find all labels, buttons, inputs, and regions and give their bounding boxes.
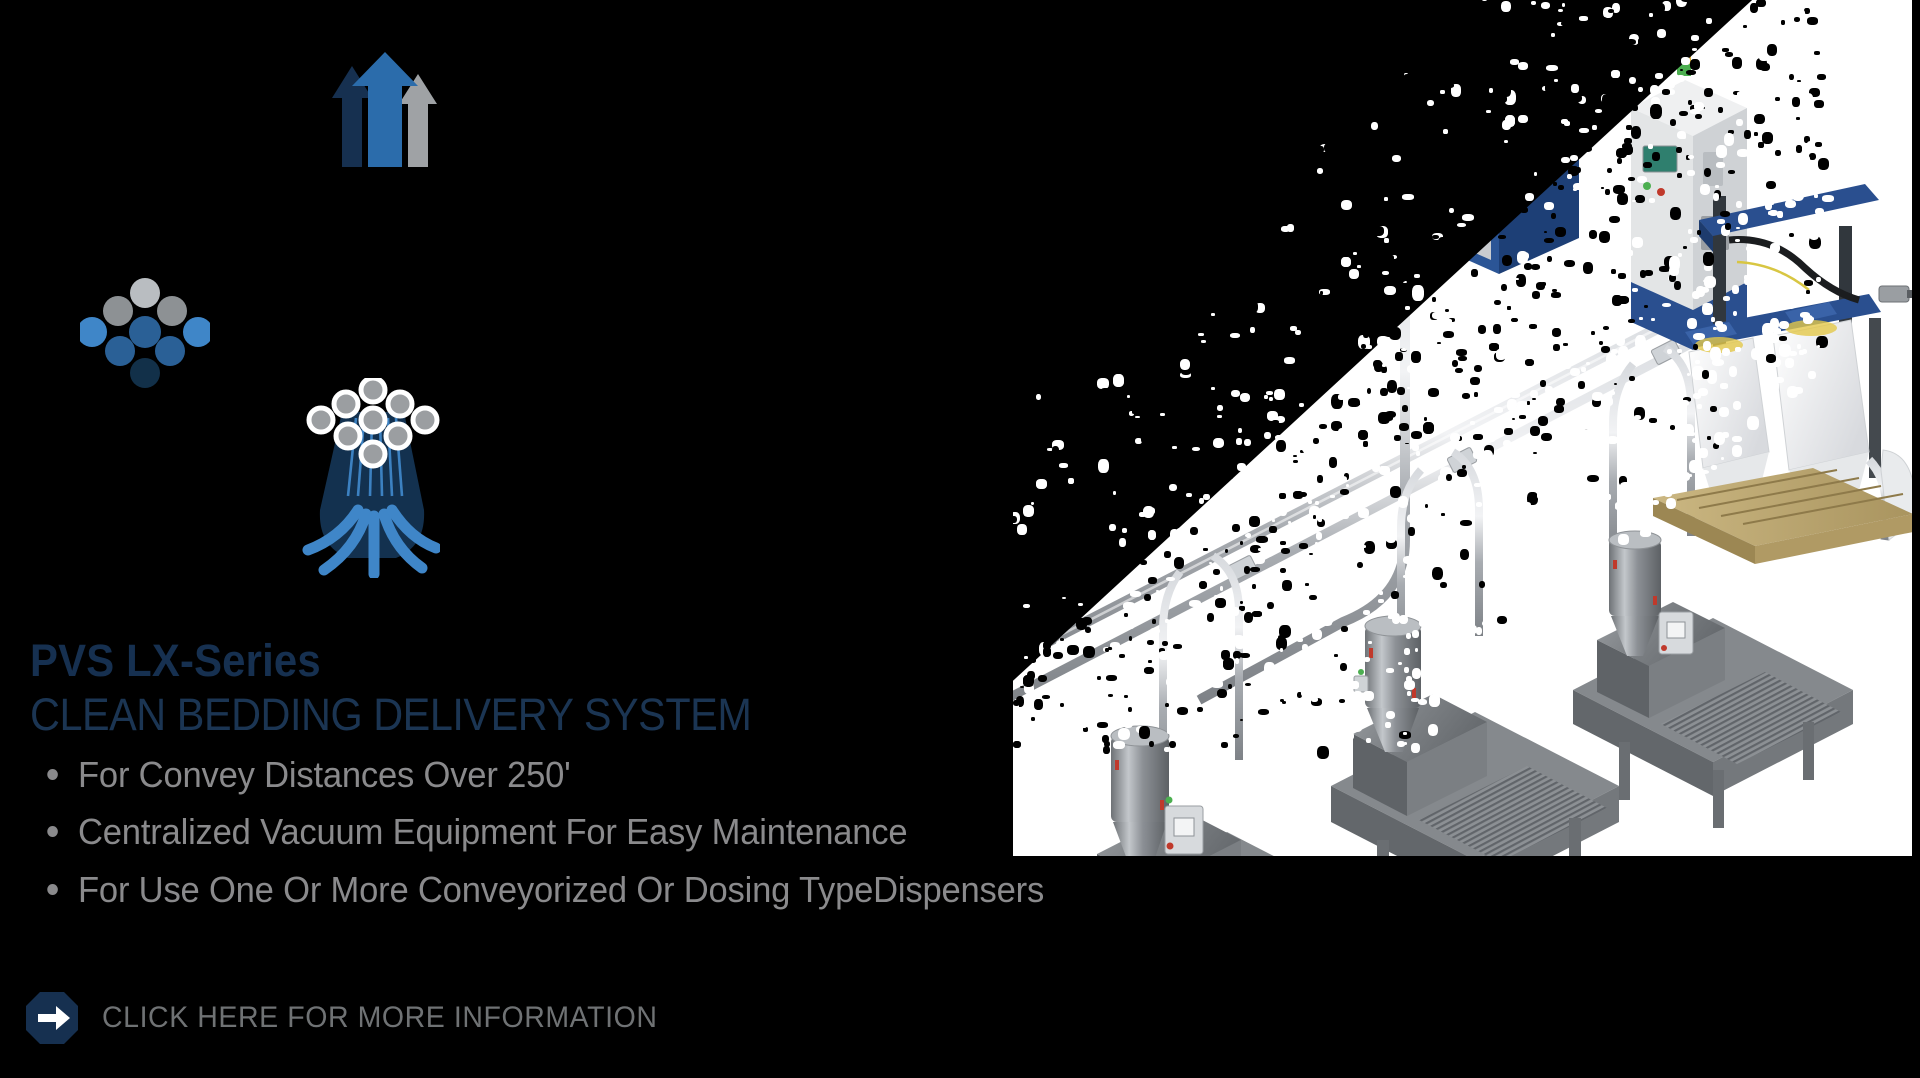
particle-cluster-icon bbox=[80, 278, 210, 388]
station-control-box-1 bbox=[1164, 796, 1204, 855]
bullet-icon bbox=[47, 883, 58, 895]
feature-text: For Convey Distances Over 250' bbox=[78, 753, 571, 795]
bedding-receiver-1 bbox=[1110, 725, 1170, 856]
product-image-panel bbox=[1013, 0, 1912, 856]
list-item: For Convey Distances Over 250' bbox=[30, 751, 1086, 799]
more-information-link[interactable]: CLICK HERE FOR MORE INFORMATION bbox=[24, 990, 687, 1046]
dispenser-station-2 bbox=[1331, 615, 1619, 856]
feature-list: For Convey Distances Over 250' Centraliz… bbox=[30, 751, 1130, 914]
arrow-right-octagon-icon[interactable] bbox=[24, 990, 80, 1046]
page-subtitle: CLEAN BEDDING DELIVERY SYSTEM bbox=[30, 688, 752, 740]
page-title: PVS LX-Series bbox=[30, 635, 321, 686]
more-information-label[interactable]: CLICK HERE FOR MORE INFORMATION bbox=[102, 1001, 658, 1034]
bedding-dispense-spray-icon bbox=[302, 378, 440, 578]
wooden-pallet bbox=[1653, 468, 1912, 564]
dispenser-station-1 bbox=[1097, 725, 1274, 856]
dispenser-station-3 bbox=[1573, 530, 1853, 828]
bullet-icon bbox=[47, 826, 58, 838]
left-content-column: PVS LX-Series CLEAN BEDDING DELIVERY SYS… bbox=[24, 52, 1044, 1046]
copy-block: PVS LX-Series CLEAN BEDDING DELIVERY SYS… bbox=[30, 638, 1130, 923]
three-up-arrows-icon bbox=[332, 52, 437, 167]
feature-text: Centralized Vacuum Equipment For Easy Ma… bbox=[78, 811, 908, 853]
bullet-icon bbox=[47, 768, 58, 780]
list-item: For Use One Or More Conveyorized Or Dosi… bbox=[30, 866, 1086, 914]
station-control-box-3 bbox=[1658, 611, 1694, 655]
pneumatic-actuator bbox=[1878, 285, 1912, 303]
feature-text: For Use One Or More Conveyorized Or Dosi… bbox=[78, 868, 1045, 910]
list-item: Centralized Vacuum Equipment For Easy Ma… bbox=[30, 808, 1086, 856]
